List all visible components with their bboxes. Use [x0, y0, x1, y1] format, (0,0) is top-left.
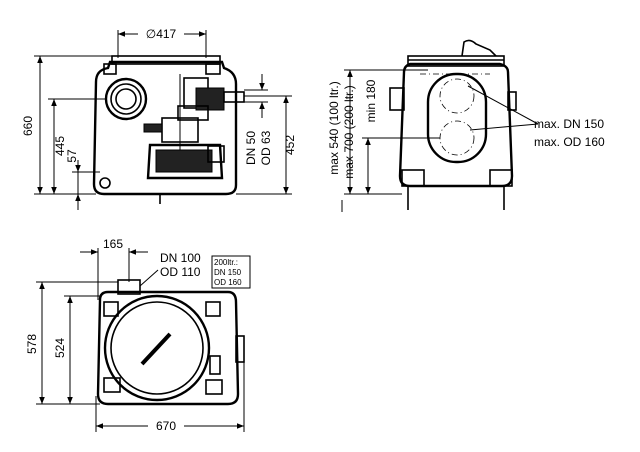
front-inlet-outer	[104, 77, 148, 121]
top-dim-578-text: 578	[25, 334, 39, 354]
front-dim-452-text: 452	[283, 135, 297, 155]
side-max-dn-text: max. DN 150	[534, 117, 604, 131]
top-clip-br	[205, 379, 223, 395]
side-foot-right	[489, 169, 513, 187]
top-box-line3: OD 160	[214, 278, 242, 287]
top-box-line1: 200ltr.:	[214, 258, 238, 267]
top-cover-handle	[140, 332, 172, 366]
side-dim-max700-text: max 700 (200 ltr.)	[342, 85, 356, 178]
front-dim-diameter-bg	[138, 25, 184, 41]
side-opening-upper	[439, 78, 475, 114]
front-lid-clip-right	[205, 63, 221, 75]
side-opening-lower	[439, 120, 475, 156]
top-stub-right	[235, 335, 245, 363]
top-dim-670-text: 670	[156, 419, 176, 433]
front-pump-core	[155, 149, 213, 173]
front-dim-660-text: 660	[21, 116, 35, 136]
side-leader-lower	[469, 123, 539, 131]
front-view: ∅417 660 445 57 DN 50 OD 63 452	[21, 25, 297, 210]
front-dim-dn50-text: DN 50	[244, 131, 258, 165]
top-tank-body	[96, 290, 240, 406]
side-view: max 540 (100 ltr.) max 700 (200 ltr.) mi…	[327, 39, 605, 212]
front-inlet-middle	[110, 83, 142, 115]
top-200ltr-box	[211, 255, 251, 289]
side-foot-left	[401, 169, 425, 187]
top-clip-tr	[205, 301, 221, 317]
top-dn100-text: DN 100	[160, 251, 201, 265]
side-oval-panel	[426, 72, 488, 164]
front-motor-upper	[177, 105, 209, 121]
side-dim-min180-text: min 180	[364, 79, 378, 122]
top-box-line2: DN 150	[214, 268, 242, 277]
front-outlet-pipe	[223, 91, 245, 103]
front-dim-diameter-text: ∅417	[146, 27, 177, 41]
top-cover-inner	[110, 301, 204, 395]
top-stub-inner	[209, 355, 221, 375]
front-pump-flange	[207, 145, 225, 163]
side-max-od-text: max. OD 160	[534, 135, 605, 149]
top-dim-670-bg	[148, 418, 184, 434]
front-lid-clip-left	[103, 63, 117, 75]
top-dn-leader	[139, 269, 159, 287]
side-dim-max540-text: max 540 (100 ltr.)	[327, 81, 341, 174]
front-inlet-inner	[115, 88, 137, 110]
front-connector	[143, 123, 163, 133]
front-dim-57-text: 57	[65, 149, 79, 163]
front-foot-hole	[99, 177, 111, 189]
top-clip-tl	[103, 301, 119, 317]
top-cover-outer	[103, 294, 211, 402]
top-view: 165 DN 100 OD 110 200ltr.: DN 150 OD 160…	[25, 237, 251, 434]
front-dim-od63-text: OD 63	[259, 130, 273, 165]
side-cable	[461, 39, 497, 57]
front-dim-445-text: 445	[53, 136, 67, 156]
top-dim-165-text: 165	[103, 237, 123, 251]
top-od110-text: OD 110	[160, 265, 201, 279]
side-leader-upper	[467, 85, 539, 125]
top-clip-bl	[103, 377, 121, 393]
front-pump	[146, 143, 224, 180]
side-lid	[407, 55, 505, 67]
top-dim-524-text: 524	[53, 338, 67, 358]
side-stub-left	[389, 87, 405, 111]
front-lid	[111, 55, 221, 65]
side-tank-body	[398, 62, 514, 188]
